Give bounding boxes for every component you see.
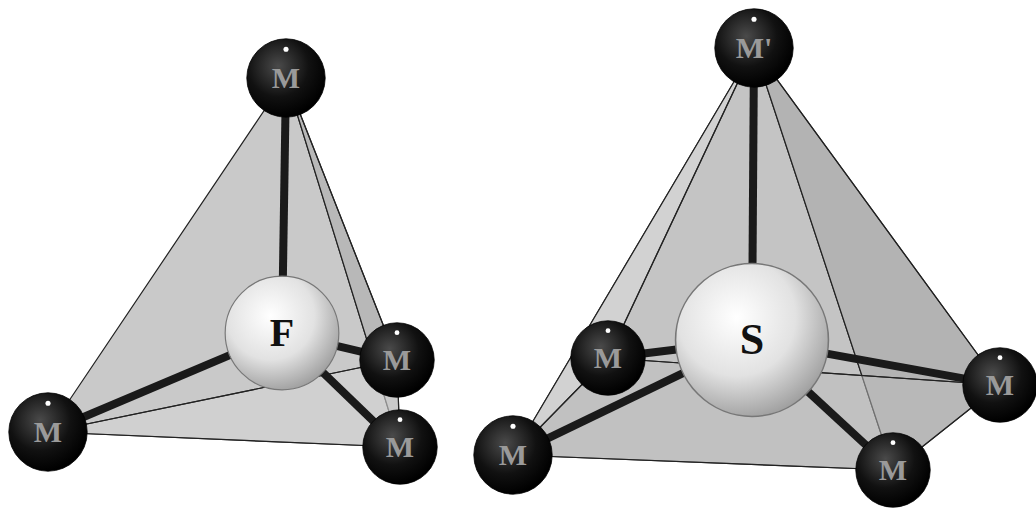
atom-symbol: M — [986, 370, 1014, 400]
metal-atom: M' — [714, 8, 794, 88]
metal-atom: M — [362, 409, 438, 485]
square-pyramid — [513, 48, 1000, 470]
bond-line — [753, 86, 754, 264]
metal-atom: M — [962, 347, 1036, 423]
atom-symbol: S — [740, 318, 764, 362]
central-atom: S — [674, 262, 830, 418]
bond-line — [83, 355, 230, 417]
metal-atom: M — [473, 415, 553, 495]
atom-symbol: M — [272, 63, 300, 93]
metal-atom: M — [570, 320, 646, 396]
atom-symbol: M — [383, 345, 411, 375]
tetrahedron — [48, 78, 400, 447]
atom-symbol: M — [386, 432, 414, 462]
bond-line — [827, 354, 965, 379]
metal-atom: M — [246, 38, 326, 118]
metal-atom: M — [855, 432, 931, 508]
atom-symbol: M — [879, 455, 907, 485]
atom-symbol: M — [499, 440, 527, 470]
atom-symbol: M — [34, 417, 62, 447]
metal-atom: M — [359, 322, 435, 398]
atom-symbol: M' — [736, 33, 773, 63]
metal-atom: M — [8, 392, 88, 472]
bond-line — [337, 346, 362, 352]
bond-line — [808, 392, 867, 446]
bond-line — [283, 116, 286, 277]
central-atom: F — [224, 275, 340, 391]
atom-symbol: M — [594, 343, 622, 373]
bond-line — [644, 349, 677, 353]
atom-symbol: F — [270, 313, 294, 353]
